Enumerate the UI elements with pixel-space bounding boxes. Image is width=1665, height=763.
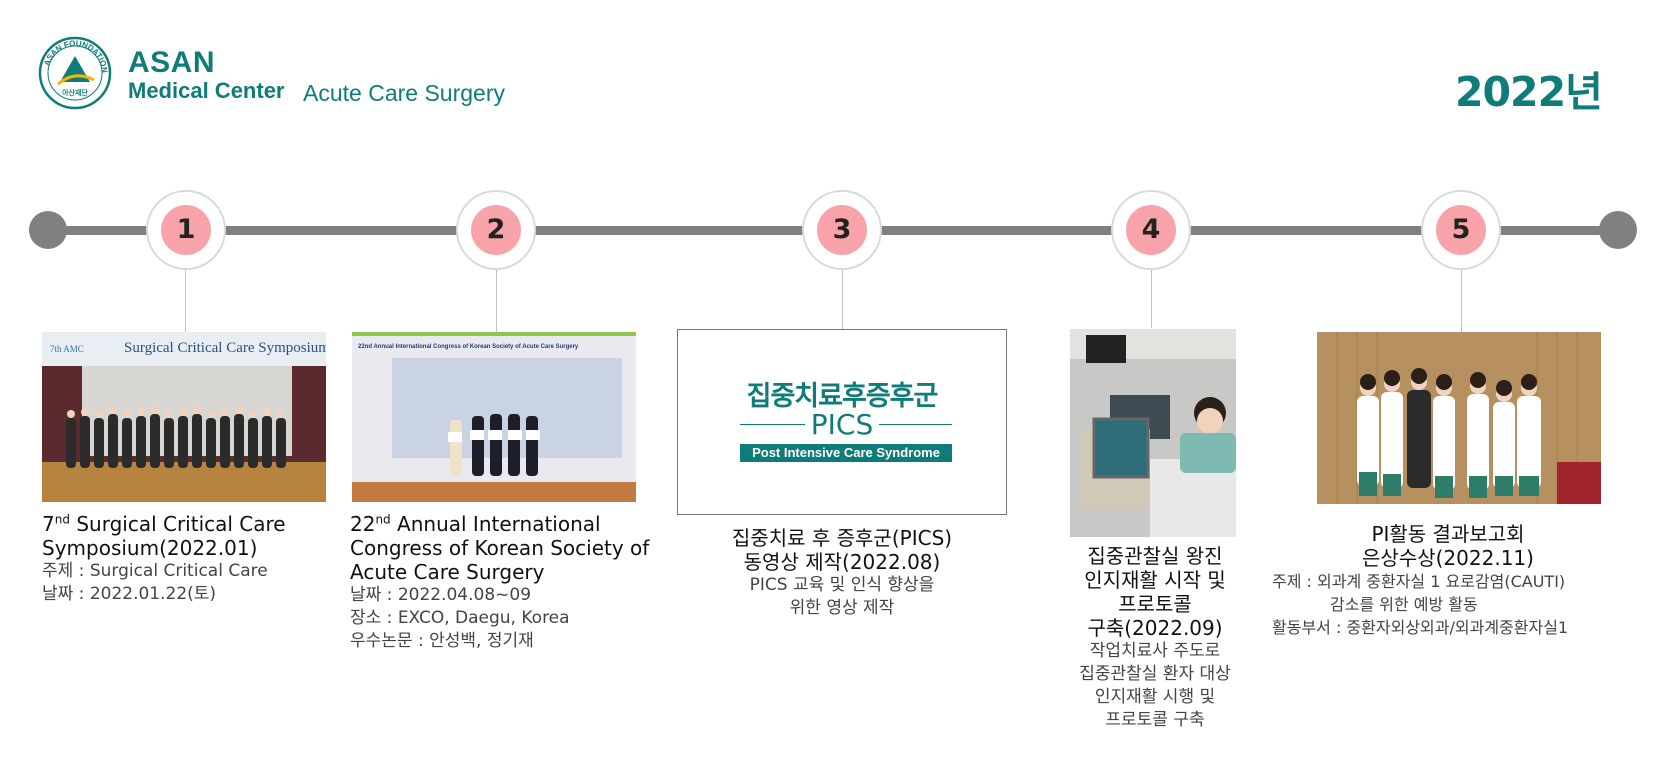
event-1-caption: 7nd Surgical Critical Care Symposium(202… xyxy=(42,512,342,606)
year-title: 2022년 xyxy=(1455,68,1603,116)
event-4-caption: 집중관찰실 왕진 인지재활 시작 및 프로토콜 구축(2022.09) 작업치료… xyxy=(1060,544,1250,732)
event-4-detail: 작업치료사 주도로 xyxy=(1089,641,1221,661)
node-number: 1 xyxy=(161,205,211,255)
node-number: 3 xyxy=(817,205,867,255)
connector-4 xyxy=(1151,270,1152,328)
event-2-title-line2: Congress of Korean Society of xyxy=(350,536,650,560)
event-3-title-line2: 동영상 제작(2022.08) xyxy=(743,550,941,574)
congress-photo: 22nd Annual International Congress of Ko… xyxy=(352,332,636,502)
node-number: 5 xyxy=(1436,205,1486,255)
pics-card-subtitle: Post Intensive Care Syndrome xyxy=(740,444,952,462)
event-1-title-line2: Symposium(2022.01) xyxy=(42,536,258,560)
symposium-photo: 7th AMC Surgical Critical Care Symposium xyxy=(42,332,326,502)
event-2-caption: 22nd Annual International Congress of Ko… xyxy=(350,512,670,653)
pics-title-card: 집중치료후증후군 PICS Post Intensive Care Syndro… xyxy=(677,329,1007,515)
event-5-detail: 주제 : 외과계 중환자실 1 요로감염(CAUTI) xyxy=(1272,572,1566,591)
timeline-node-3[interactable]: 3 xyxy=(802,190,882,270)
event-2-detail: 날짜 : 2022.04.08~09 xyxy=(350,585,532,605)
event-1-detail: 주제 : Surgical Critical Care xyxy=(42,561,268,581)
rehab-photo xyxy=(1070,329,1236,537)
banner-prefix: 7th AMC xyxy=(50,344,84,354)
timeline-node-5[interactable]: 5 xyxy=(1421,190,1501,270)
node-number: 4 xyxy=(1126,205,1176,255)
svg-text:아산재단: 아산재단 xyxy=(62,88,88,97)
timeline-node-4[interactable]: 4 xyxy=(1111,190,1191,270)
event-4-title-line2: 인지재활 시작 및 xyxy=(1084,568,1226,592)
department-name: Acute Care Surgery xyxy=(303,80,505,106)
timeline-end-dot xyxy=(1599,211,1637,249)
timeline-start-dot xyxy=(29,211,67,249)
timeline-node-2[interactable]: 2 xyxy=(456,190,536,270)
event-4-detail: 집중관찰실 환자 대상 xyxy=(1079,664,1231,684)
brand-subtitle: Medical Center xyxy=(128,78,285,103)
event-2-detail: 우수논문 : 안성백, 정기재 xyxy=(350,631,534,651)
node-number: 2 xyxy=(471,205,521,255)
event-4-title-line4: 구축(2022.09) xyxy=(1087,616,1223,640)
brand-block: ASAN Medical Center xyxy=(128,48,285,104)
pics-card-acronym: PICS xyxy=(804,408,880,441)
event-5-title-line2: 은상수상(2022.11) xyxy=(1362,546,1534,570)
event-4-title-line3: 프로토콜 xyxy=(1118,592,1192,616)
award-photo xyxy=(1317,332,1601,504)
event-4-detail: 프로토콜 구축 xyxy=(1105,710,1205,730)
event-5-caption: PI활동 결과보고회 은상수상(2022.11) 주제 : 외과계 중환자실 1… xyxy=(1272,522,1624,639)
event-2-title: 22nd Annual International xyxy=(350,512,601,536)
pics-card-title: 집중치료후증후군 xyxy=(746,381,939,412)
connector-5 xyxy=(1461,270,1462,332)
brand-name: ASAN xyxy=(128,46,216,79)
connector-2 xyxy=(496,270,497,332)
event-3-detail: PICS 교육 및 인식 향상을 xyxy=(749,575,935,595)
event-2-detail: 장소 : EXCO, Daegu, Korea xyxy=(350,608,570,628)
event-1-detail: 날짜 : 2022.01.22(토) xyxy=(42,584,217,604)
connector-1 xyxy=(185,270,186,332)
event-4-title: 집중관찰실 왕진 xyxy=(1087,544,1223,568)
connector-3 xyxy=(842,270,843,329)
event-3-caption: 집중치료 후 증후군(PICS) 동영상 제작(2022.08) PICS 교육… xyxy=(690,526,994,620)
event-3-title: 집중치료 후 증후군(PICS) xyxy=(731,526,953,550)
event-2-title-line3: Acute Care Surgery xyxy=(350,560,545,584)
event-5-detail: 감소를 위한 예방 활동 xyxy=(1330,595,1478,614)
banner-text: Surgical Critical Care Symposium xyxy=(124,340,326,356)
event-4-detail: 인지재활 시행 및 xyxy=(1094,687,1216,707)
event-3-detail: 위한 영상 제작 xyxy=(789,598,895,618)
event-5-detail: 활동부서 : 중환자외상외과/외과계중환자실1 xyxy=(1272,618,1569,637)
event-1-title: 7nd Surgical Critical Care xyxy=(42,512,286,536)
banner-text: 22nd Annual International Congress of Ko… xyxy=(358,344,579,350)
asan-foundation-logo: ASAN FOUNDATION 아산재단 xyxy=(38,36,112,110)
event-5-title: PI활동 결과보고회 xyxy=(1371,522,1525,546)
timeline-node-1[interactable]: 1 xyxy=(146,190,226,270)
